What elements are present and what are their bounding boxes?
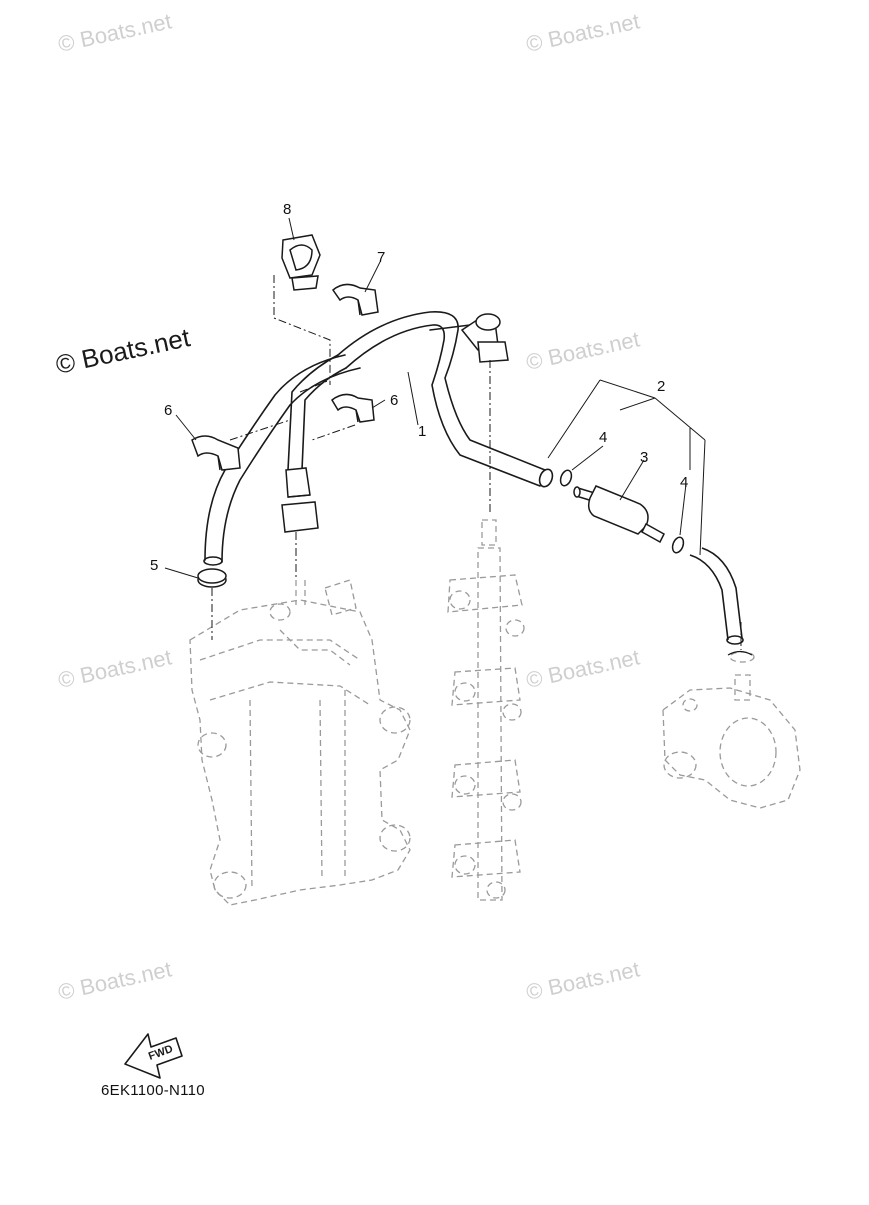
quick-connector[interactable] (460, 313, 509, 363)
watermark: © Boats.net (524, 644, 642, 692)
callout-7: 7 (377, 249, 385, 266)
hose-clip-8[interactable] (281, 234, 321, 291)
watermark: © Boats.net (524, 8, 642, 56)
hose-clip-6[interactable] (191, 435, 241, 471)
callout-5: 5 (150, 557, 158, 574)
hose-clamp-4[interactable] (559, 469, 686, 554)
fwd-arrow-icon: FWD (124, 1033, 183, 1079)
watermark: © Boats.net (56, 956, 174, 1004)
callout-8: 8 (283, 201, 291, 218)
watermark: © Boats.net (56, 644, 174, 692)
fuel-pump-phantom (662, 651, 801, 809)
callout-2: 2 (657, 378, 665, 395)
fuel-hose[interactable] (203, 311, 555, 566)
fuel-hose-2[interactable] (689, 547, 744, 645)
callout-4: 4 (680, 474, 688, 491)
callout-6: 6 (390, 392, 398, 409)
callout-4: 4 (599, 429, 607, 446)
diagram-code: 6EK1100-N110 (101, 1082, 205, 1099)
callout-3: 3 (640, 449, 648, 466)
watermark: © Boats.net (524, 956, 642, 1004)
fuel-rail-phantom (447, 519, 525, 901)
callouts: 8 7 6 6 1 2 4 3 4 5 (150, 201, 688, 574)
alignment-lines (211, 275, 742, 650)
hose-clamp-5[interactable] (197, 568, 227, 588)
fuel-filter-3[interactable] (573, 485, 665, 544)
vapor-separator-phantom (189, 579, 411, 906)
quick-connector[interactable] (281, 467, 319, 533)
hose-clip-7[interactable] (331, 283, 379, 316)
watermark-main: © Boats.net (53, 322, 193, 380)
hose-clip-6[interactable] (331, 393, 375, 423)
watermark: © Boats.net (56, 8, 174, 56)
leader-lines (164, 217, 706, 579)
pump-clip (727, 650, 753, 656)
callout-1: 1 (418, 423, 426, 440)
watermarks: © Boats.net © Boats.net © Boats.net © Bo… (53, 8, 642, 1004)
callout-6: 6 (164, 402, 172, 419)
watermark: © Boats.net (524, 326, 642, 374)
